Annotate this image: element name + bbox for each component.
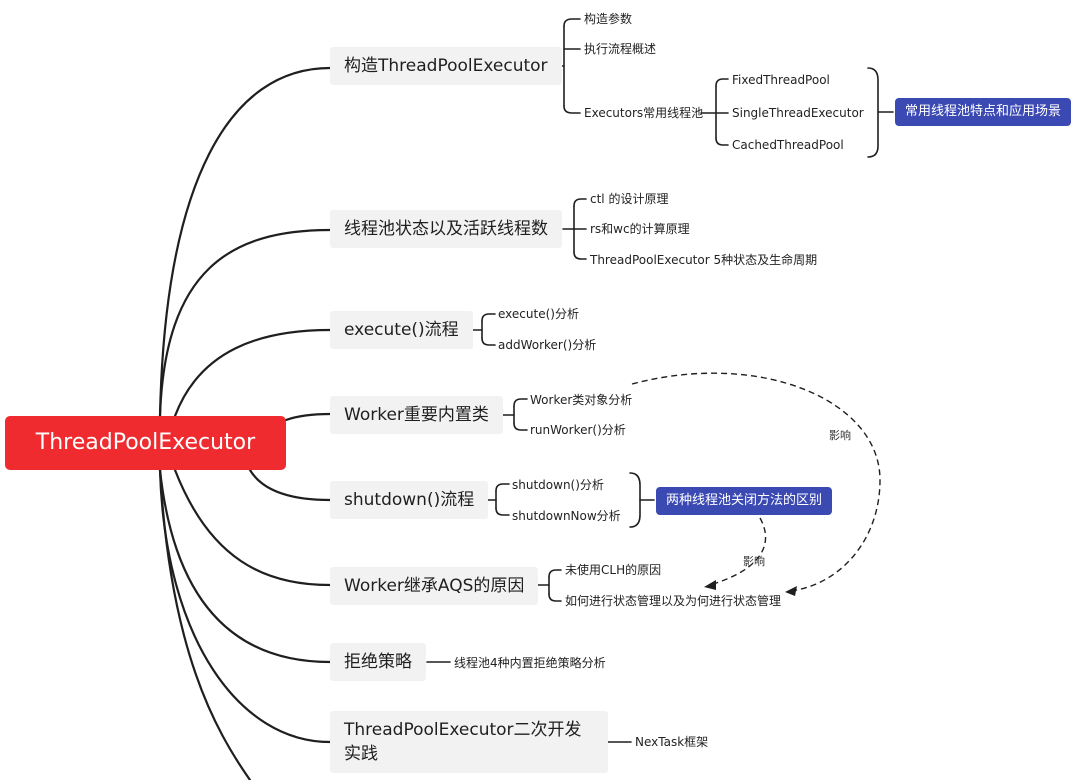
relationship-line-2 <box>709 517 767 586</box>
subtopic-1-2[interactable]: 执行流程概述 <box>584 42 657 56</box>
root-topic[interactable]: ThreadPoolExecutor <box>5 416 286 470</box>
relationship-label-1: 影响 <box>829 429 851 442</box>
link-root-branch-3 <box>173 328 332 418</box>
subtopic-5-1[interactable]: shutdown()分析 <box>512 478 604 492</box>
subtopic-1-1[interactable]: 构造参数 <box>584 12 633 26</box>
link-root-branch-1 <box>158 66 332 418</box>
summary-executors[interactable]: 常用线程池特点和应用场景 <box>895 98 1072 126</box>
subtopic-7-1[interactable]: 线程池4种内置拒绝策略分析 <box>454 656 606 670</box>
branch-topic-2[interactable]: 线程池状态以及活跃线程数 <box>330 210 562 248</box>
relationship-arrow-1 <box>785 586 797 596</box>
subtopic-4-1[interactable]: Worker类对象分析 <box>530 393 633 407</box>
link-root-branch-2 <box>158 228 332 418</box>
link-root-branch-5 <box>248 468 332 502</box>
subtopic-5-2[interactable]: shutdownNow分析 <box>512 509 621 523</box>
relationship-arrow-2 <box>704 580 716 590</box>
summary-shutdown[interactable]: 两种线程池关闭方法的区别 <box>656 487 833 515</box>
relationship-label-2: 影响 <box>743 555 765 568</box>
branch-topic-7[interactable]: 拒绝策略 <box>330 643 426 681</box>
link-root-branch-7 <box>158 468 332 664</box>
branch-topic-5[interactable]: shutdown()流程 <box>330 481 489 519</box>
subtopic-2-2[interactable]: rs和wc的计算原理 <box>590 222 690 236</box>
subtopic-4-2[interactable]: runWorker()分析 <box>530 423 626 437</box>
subtopic-1-3[interactable]: Executors常用线程池 <box>584 106 704 120</box>
subtopic-executors-3[interactable]: CachedThreadPool <box>732 138 844 152</box>
relationship-line-1 <box>631 372 881 592</box>
subtopic-2-1[interactable]: ctl 的设计原理 <box>590 192 669 206</box>
subtopic-2-3[interactable]: ThreadPoolExecutor 5种状态及生命周期 <box>590 253 818 267</box>
subtopic-3-1[interactable]: execute()分析 <box>498 307 579 321</box>
branch-topic-4[interactable]: Worker重要内置类 <box>330 396 503 434</box>
link-root-branch-8 <box>158 468 332 744</box>
branch-topic-1[interactable]: 构造ThreadPoolExecutor <box>330 47 562 85</box>
subtopic-8-1[interactable]: NexTask框架 <box>635 735 709 749</box>
subtopic-6-1[interactable]: 未使用CLH的原因 <box>565 563 662 577</box>
subtopic-3-2[interactable]: addWorker()分析 <box>498 338 597 352</box>
subtopic-executors-2[interactable]: SingleThreadExecutor <box>732 106 864 120</box>
branch-topic-3[interactable]: execute()流程 <box>330 311 473 349</box>
link-root-branch-9 <box>158 468 252 780</box>
subtopic-6-2[interactable]: 如何进行状态管理以及为何进行状态管理 <box>565 594 782 608</box>
branch-topic-6[interactable]: Worker继承AQS的原因 <box>330 567 539 605</box>
link-root-branch-6 <box>173 468 332 587</box>
subtopic-executors-1[interactable]: FixedThreadPool <box>732 73 830 87</box>
branch-topic-8[interactable]: ThreadPoolExecutor二次开发实践 <box>330 711 608 773</box>
link-root-branch-4 <box>284 412 332 422</box>
